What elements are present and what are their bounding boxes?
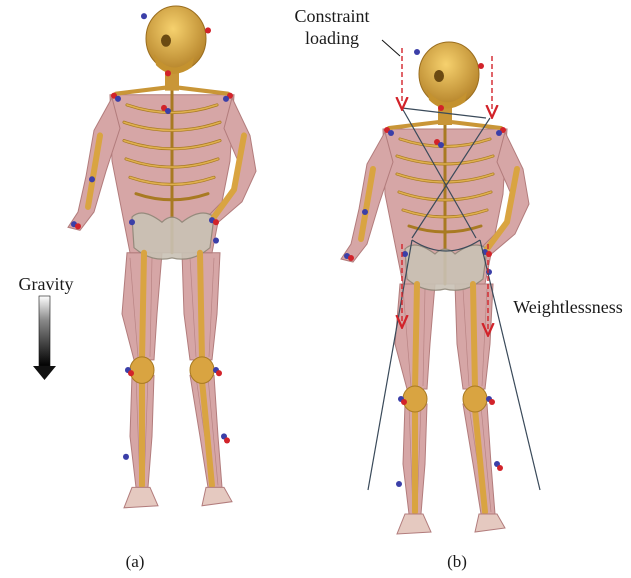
constraint-label-line1: Constraint [295,6,370,26]
gravity-label: Gravity [19,274,74,294]
skeleton-model-a [68,6,256,508]
constraint-label-line2: loading [305,28,359,48]
constraint-leader-line [382,40,400,56]
panel-label-b: (b) [447,552,467,571]
panel-label-a: (a) [126,552,145,571]
weightlessness-label: Weightlessness [513,297,623,317]
skeleton-model-b [341,42,529,534]
gravity-arrow-icon [33,296,56,380]
